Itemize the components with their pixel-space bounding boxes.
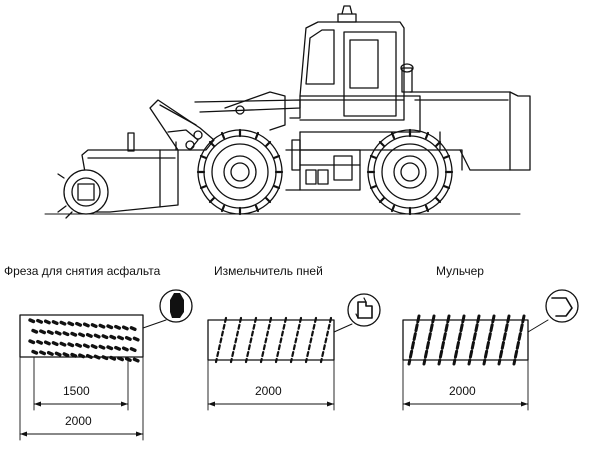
mulcher-drum — [402, 289, 579, 411]
drum-tooth — [422, 314, 436, 366]
drum-tooth — [59, 341, 67, 347]
drum-tooth — [62, 352, 70, 358]
drum-tooth — [512, 314, 526, 366]
cab — [299, 5, 414, 121]
drum-tooth — [121, 325, 129, 331]
drum-tooth — [90, 323, 98, 328]
drum-tooth — [101, 334, 109, 340]
drum-tooth — [467, 314, 481, 366]
drum-tooth — [117, 335, 125, 341]
tool-label-mulcher: Мульчер — [436, 264, 484, 278]
dimension-2000: 2000 — [65, 414, 92, 428]
drum-tooth — [62, 331, 70, 337]
drum-tooth — [114, 324, 122, 330]
drum-tooth — [82, 322, 90, 328]
drum-tooth — [70, 352, 78, 358]
drum-tooth — [36, 339, 43, 345]
drum-tooth — [43, 340, 51, 346]
drum-tooth — [289, 316, 303, 364]
drum-tooth — [67, 342, 75, 348]
drum-tooth — [28, 339, 36, 345]
drum-tooth — [54, 330, 62, 336]
drum-tooth — [124, 336, 132, 341]
front-wheel — [196, 128, 284, 216]
drum-tooth — [39, 329, 46, 335]
drum-tooth — [36, 318, 43, 324]
drum-tooth — [117, 356, 125, 362]
dimension-2000: 2000 — [255, 384, 282, 398]
drum-teeth — [214, 316, 333, 364]
dimension-2000: 2000 — [449, 384, 476, 398]
drum-tooth — [274, 316, 288, 364]
tractor-body — [285, 91, 531, 191]
drum-tooth — [39, 350, 46, 356]
drum-tooth — [51, 341, 59, 346]
drum-tooth — [304, 316, 318, 364]
drum-tooth — [67, 321, 75, 327]
drum-tooth — [114, 345, 122, 351]
milling-drum — [19, 289, 193, 441]
drum-tooth — [51, 320, 59, 325]
drum-tooth — [106, 345, 114, 351]
drum-tooth — [132, 357, 140, 363]
drum-tooth — [85, 354, 93, 359]
drum-tooth — [407, 314, 421, 366]
drum-tooth — [90, 344, 98, 349]
loader-arm — [149, 91, 301, 151]
drum-tooth — [70, 331, 78, 337]
drum-tooth — [78, 332, 86, 338]
drum-tooth — [452, 314, 466, 366]
drum-tooth — [93, 333, 101, 339]
tool-label-stump-grinder: Измельчитель пней — [214, 264, 323, 278]
drum-tooth — [259, 316, 273, 364]
drum-teeth — [407, 314, 526, 366]
drum-tooth — [129, 326, 137, 331]
drum-tooth — [75, 321, 83, 327]
drum-tooth — [106, 324, 114, 330]
tractor-drawing — [44, 5, 531, 219]
drum-tooth — [98, 323, 106, 329]
dimension-1500: 1500 — [63, 384, 90, 398]
drum-tooth — [437, 314, 451, 366]
drum-tooth — [85, 333, 93, 338]
drum-tooth — [497, 314, 511, 366]
drum-tooth — [109, 334, 117, 340]
drum-tooth — [28, 318, 36, 324]
drum-tooth — [78, 353, 86, 359]
drum-tooth — [46, 330, 54, 335]
drum-tooth — [98, 344, 106, 350]
drum-tooth — [482, 314, 496, 366]
drum-tooth — [31, 328, 39, 334]
drum-tooth — [129, 347, 137, 352]
drum-tooth — [109, 355, 117, 361]
drum-tooth — [93, 354, 101, 360]
drum-tooth — [43, 319, 51, 325]
front-attachment — [57, 132, 179, 219]
drum-tooth — [229, 316, 243, 364]
drum-tooth — [59, 320, 67, 326]
rear-wheel — [366, 128, 454, 216]
drum-tooth — [132, 336, 140, 342]
drum-tooth — [31, 349, 39, 355]
drum-tooth — [319, 316, 333, 364]
tool-label-asphalt-mill: Фреза для снятия асфальта — [4, 264, 161, 278]
drum-tooth — [46, 351, 54, 356]
drum-teeth — [28, 318, 140, 363]
drum-tooth — [101, 355, 109, 361]
drum-tooth — [54, 351, 62, 357]
stump-grinder-drum — [207, 293, 381, 411]
drum-tooth — [82, 343, 90, 349]
drum-tooth — [121, 346, 129, 352]
drum-tooth — [244, 316, 258, 364]
drum-tooth — [75, 342, 83, 348]
drum-tooth — [214, 316, 228, 364]
